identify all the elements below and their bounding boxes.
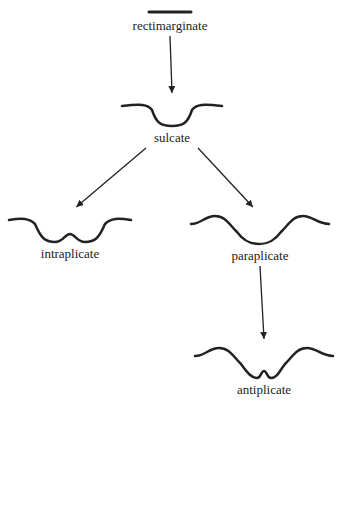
derivation-arrow <box>260 266 264 339</box>
shape-label: paraplicate <box>228 248 291 263</box>
rectimarginate-profile <box>125 6 215 18</box>
derivation-arrow <box>76 148 146 207</box>
antiplicate-profile <box>193 342 335 382</box>
shape-label: sulcate <box>151 130 193 145</box>
brachiopod-commissure: sulcate <box>120 96 224 145</box>
shape-label: rectimarginate <box>130 18 211 33</box>
brachiopod-commissure: antiplicate <box>193 342 335 397</box>
intraplicate-profile <box>7 210 133 246</box>
brachiopod-commissure: rectimarginate <box>125 6 215 33</box>
commissure-line <box>195 348 333 378</box>
shape-label: antiplicate <box>234 382 294 397</box>
commissure-line <box>191 216 329 244</box>
brachiopod-commissure: intraplicate <box>7 210 133 261</box>
commissure-line <box>122 105 222 126</box>
commissure-line <box>149 11 191 14</box>
sulcate-profile <box>120 96 224 130</box>
paraplicate-profile <box>189 210 331 248</box>
derivation-arrow <box>198 148 253 207</box>
brachiopod-commissure: paraplicate <box>189 210 331 263</box>
commissure-line <box>9 219 131 242</box>
shape-label: intraplicate <box>38 246 102 261</box>
derivation-arrow <box>170 36 172 93</box>
